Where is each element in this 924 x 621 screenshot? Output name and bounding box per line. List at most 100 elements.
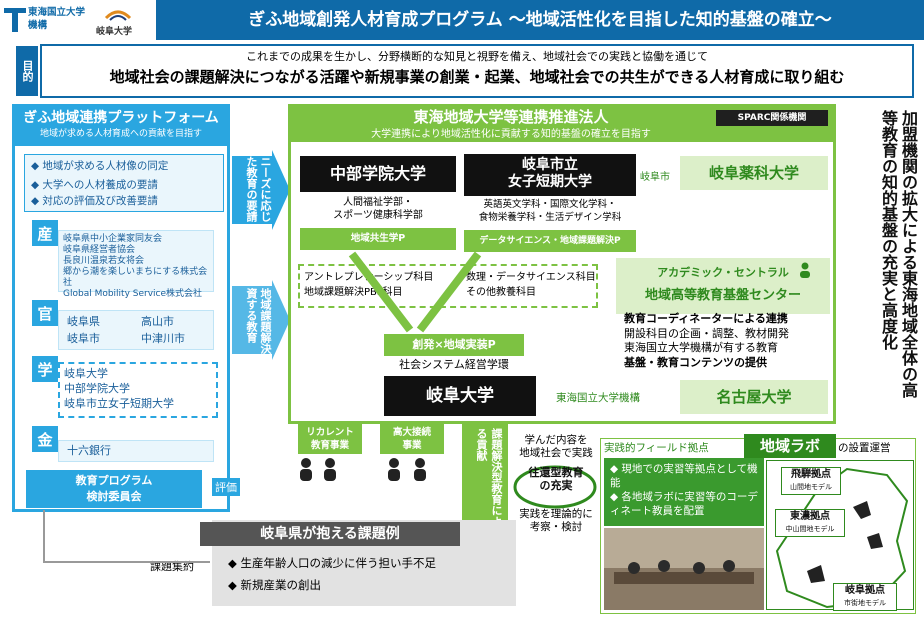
lab-tag: 地域ラボ — [744, 434, 836, 458]
gifu-women-college-box: 岐阜市立 女子短期大学 — [464, 154, 636, 196]
platform-bullet: 対応の評価及び改善要請 — [42, 195, 158, 207]
gov-item: 中津川市 — [141, 332, 185, 345]
chubu-program: 地域共生学P — [300, 228, 456, 250]
platform-bullet: 地域が求める人材像の同定 — [42, 160, 169, 172]
platform-bullets: ◆ 地域が求める人材像の同定 ◆ 大学への人材養成の要請 ◆ 対応の評価及び改善… — [24, 154, 224, 212]
coord-line: 東海国立大学機構が有する教育 — [624, 341, 778, 354]
reflect-text: 実践を理論的に 考察・検討 — [519, 508, 593, 533]
contribute-arrow-label: 地域課題解決に資する教育 — [245, 288, 272, 365]
issue-item: 生産年齢人口の減少に伴う担い手不足 — [240, 556, 437, 570]
academia-item: 岐阜大学 — [64, 367, 108, 380]
academia-item: 中部学院大学 — [64, 382, 130, 395]
platform-header — [15, 106, 227, 146]
section-tag-industry: 産 — [32, 220, 58, 246]
sparc-badge: SPARC関係機関 — [716, 110, 828, 126]
purpose-tag: 目的 — [16, 46, 38, 96]
gov-item: 岐阜県 — [67, 315, 100, 328]
electives-box — [298, 264, 598, 308]
lab-bullets-box: ◆ 現地での実習等拠点として機能 ◆ 各地域ラボに実習等のコーディネート教員を配… — [604, 458, 764, 526]
recurrent-box: リカレント 教育事業 — [298, 424, 362, 454]
coord-line: 教育コーディネーターによる連携 — [624, 312, 788, 325]
issues-label: 課題集約 — [150, 560, 194, 573]
purpose-box — [40, 44, 914, 98]
nagoya-univ-box: 名古屋大学 — [680, 380, 828, 414]
pharm-univ-box: 岐阜薬科大学 — [680, 156, 828, 190]
platform-title: ぎふ地域連携プラットフォーム — [23, 110, 219, 126]
finance-box: 十六銀行 — [58, 440, 214, 462]
logo-org-text: 東海国立大学機構 — [28, 7, 86, 31]
committee-box: 教育プログラム 検討委員会 — [26, 470, 202, 508]
eval-label: 評価 — [212, 478, 240, 496]
diamond-icon: ◆ — [610, 463, 622, 475]
diamond-icon: ◆ — [228, 556, 241, 570]
diamond-icon: ◆ — [610, 491, 622, 503]
map-label-model: 山間地モデル — [790, 483, 832, 491]
industry-item: 長良川温泉若女将会 — [63, 256, 145, 266]
person-icon — [800, 262, 810, 278]
tokai-logo-icon — [4, 8, 26, 32]
section-tag-finance: 金 — [32, 426, 58, 452]
electives-right: 数理・データサイエンス科目 その他教養科目 — [466, 272, 596, 298]
chubu-univ-box: 中部学院大学 — [300, 156, 456, 192]
lab-suffix: の設置運営 — [838, 442, 891, 454]
gifu-map: 飛騨拠点山間地モデル 東濃拠点中山間地モデル 岐阜拠点市街地モデル — [766, 460, 914, 611]
chubu-depts: 人間福祉学部・ スポーツ健康科学部 — [333, 197, 423, 221]
gifu-dept: 社会システム経営学環 — [399, 358, 509, 371]
map-label-model: 市街地モデル — [844, 599, 886, 607]
map-label-hida: 飛騨拠点山間地モデル — [781, 467, 841, 495]
consortium-subtitle: 大学連携により地域活性化に貢献する知的基盤の確立を目指す — [371, 129, 651, 140]
platform-bullet: 大学への人材養成の要請 — [42, 179, 158, 191]
issues-title: 岐阜県が抱える課題例 — [200, 522, 460, 546]
logo-area: 東海国立大学機構 岐阜大学 — [0, 0, 156, 40]
diamond-icon: ◆ — [31, 179, 43, 191]
coordinator-list: 教育コーディネーターによる連携 開設科目の企画・調整、教材開発 東海国立大学機構… — [624, 312, 834, 370]
issues-list: ◆ 生産年齢人口の減少に伴う担い手不足 ◆ 新規産業の創出 — [228, 552, 436, 596]
converge-arrows — [348, 251, 482, 333]
academic-center-title2: 地域高等教育基盤センター — [644, 288, 801, 303]
issues-connector — [43, 510, 210, 563]
people-icons — [300, 458, 426, 481]
gifu-city-label: 岐阜市 — [640, 172, 670, 183]
government-box: 岐阜県 高山市 岐阜市 中津川市 — [58, 310, 214, 350]
lab-photo — [604, 528, 764, 610]
contribution-label: 課題解決型教育による貢献 — [475, 428, 503, 527]
highschool-box: 高大接続 事業 — [380, 424, 444, 454]
consortium-title: 東海地域大学等連携推進法人 — [413, 108, 609, 126]
diamond-icon: ◆ — [31, 195, 43, 207]
gifu-women-program: データサイエンス・地域課題解決P — [464, 230, 636, 252]
purpose-sub: これまでの成果を生かし、分野横断的な知見と視野を備え、地域社会での実践と協働を通… — [246, 50, 708, 63]
gifu-univ-box: 岐阜大学 — [384, 376, 536, 416]
academic-center-box — [616, 258, 830, 314]
gov-item: 高山市 — [141, 315, 174, 328]
tokai-label: 東海国立大学機構 — [556, 392, 640, 404]
lab-bullet: 各地域ラボに実習等のコーディネート教員を配置 — [610, 491, 758, 517]
map-label-name: 岐阜拠点 — [845, 585, 885, 596]
industry-box: 岐阜県中小企業家同友会 岐阜県経営者協会 長良川温泉若女将会 郷から潮を楽しいま… — [58, 230, 214, 299]
industry-item: 岐阜県経営者協会 — [63, 245, 136, 255]
cycle-icon — [513, 465, 597, 509]
right-vertical-text: 加盟機関の拡大による東海地域全体の高等教育の知的基盤の充実と高度化 — [879, 110, 918, 398]
academia-item: 岐阜市立女子短期大学 — [64, 397, 174, 410]
academic-center-title1: アカデミック・セントラル — [657, 266, 789, 279]
finance-item: 十六銀行 — [67, 444, 111, 457]
map-label-name: 飛騨拠点 — [791, 469, 831, 480]
academia-box: 岐阜大学 中部学院大学 岐阜市立女子短期大学 — [58, 362, 218, 418]
industry-item: 岐阜県中小企業家同友会 — [63, 234, 163, 244]
platform-subtitle: 地域が求める人材育成への貢献を目指す — [39, 129, 202, 139]
map-label-tono: 東濃拠点中山間地モデル — [775, 509, 845, 537]
lab-bullet: 現地での実習等拠点として機能 — [610, 463, 758, 489]
contribution-bar — [462, 422, 508, 538]
industry-item: Global Mobility Service株式会社 — [63, 289, 203, 299]
field-base-label: 実践的フィールド拠点 — [604, 442, 709, 454]
gifu-program: 創発×地域実装P — [384, 334, 524, 356]
diamond-icon: ◆ — [228, 578, 241, 592]
coord-line: 基盤・教育コンテンツの提供 — [624, 355, 767, 369]
needs-arrow-label: ニーズに応じた教育の要請 — [245, 156, 272, 222]
diamond-icon: ◆ — [31, 160, 43, 172]
issue-item: 新規産業の創出 — [240, 578, 322, 592]
page-title: ぎふ地域創発人材育成プログラム ～地域活性化を目指した知的基盤の確立～ — [248, 10, 832, 30]
gifu-women-depts: 英語英文学科・国際文化学科・ 食物栄養学科・生活デザイン学科 — [478, 199, 622, 223]
cycle-label: 往還型教育 の充実 — [528, 466, 584, 492]
map-label-gifu: 岐阜拠点市街地モデル — [833, 583, 897, 611]
section-tag-academia: 学 — [32, 356, 58, 382]
